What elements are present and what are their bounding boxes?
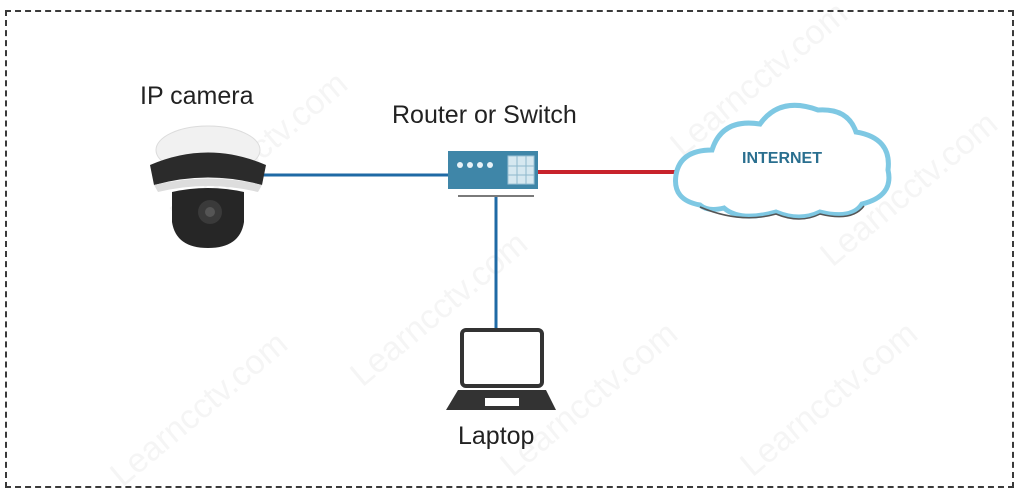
- ip-camera-label: IP camera: [140, 82, 254, 110]
- ip-camera-icon: [150, 125, 266, 248]
- router-label: Router or Switch: [392, 101, 577, 129]
- laptop-label: Laptop: [458, 422, 535, 450]
- router-icon: [448, 151, 538, 197]
- internet-cloud-icon: INTERNET: [673, 102, 892, 220]
- laptop-icon: [446, 328, 556, 410]
- diagram-frame: [5, 10, 1014, 488]
- internet-label: INTERNET: [742, 150, 822, 167]
